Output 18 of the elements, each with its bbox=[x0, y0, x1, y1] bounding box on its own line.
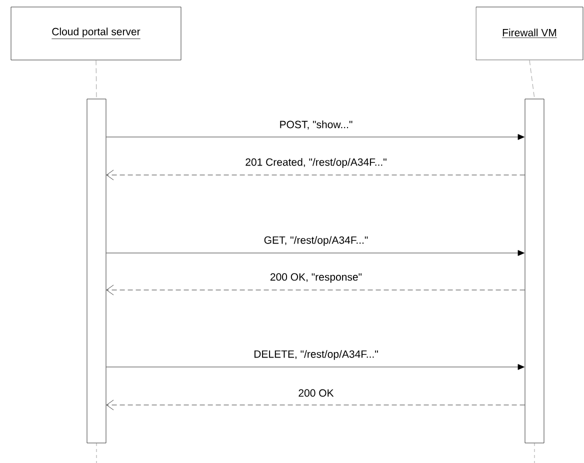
activation-bar bbox=[86, 98, 106, 444]
message-arrow bbox=[106, 134, 524, 140]
message-arrow bbox=[106, 250, 524, 256]
message-arrow bbox=[106, 284, 525, 296]
message-label: 200 OK, "response" bbox=[268, 272, 364, 284]
lifeline bbox=[96, 60, 97, 99]
message-label: GET, "/rest/op/A34F..." bbox=[262, 235, 370, 247]
participant-box: Firewall VM bbox=[476, 6, 584, 60]
message-arrow bbox=[106, 170, 525, 180]
participant-box: Cloud portal server bbox=[10, 6, 182, 60]
message-arrow bbox=[106, 364, 524, 370]
lifeline bbox=[529, 60, 535, 99]
message-label: 200 OK bbox=[297, 388, 335, 398]
message-label: POST, "show..." bbox=[278, 120, 354, 130]
message-arrow bbox=[106, 400, 525, 410]
message-label: 201 Created, "/rest/op/A34F..." bbox=[244, 157, 388, 169]
message-label: DELETE, "/rest/op/A34F..." bbox=[252, 349, 380, 361]
activation-bar bbox=[524, 98, 544, 444]
